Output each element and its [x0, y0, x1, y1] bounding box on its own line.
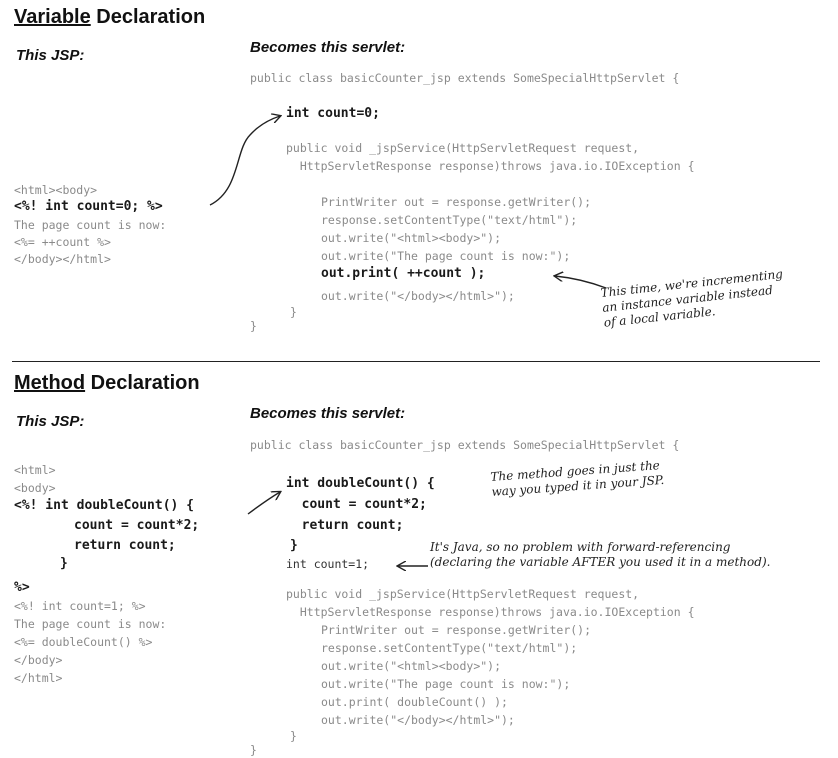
jsp-line-html-body: <html><body> [14, 183, 98, 197]
jsp-line-page-count: The page count is now: [14, 218, 167, 232]
servlet2-line-write-count: out.write("The page count is now:"); [321, 677, 571, 691]
jsp2-line-close-decl: %> [14, 580, 30, 595]
jsp2-line-count-assign: count = count*2; [74, 518, 200, 533]
heading-word-variable: Variable [14, 6, 91, 28]
jsp2-line-html: <html> [14, 463, 56, 477]
servlet2-service-signature: public void _jspService(HttpServletReque… [286, 587, 640, 601]
jsp2-line-method-decl: <%! int doubleCount() { [14, 498, 195, 513]
jsp2-line-count-decl: <%! int count=1; %> [14, 599, 146, 613]
note-forward-line-1: It's Java, so no problem with forward-re… [430, 540, 731, 554]
servlet-line-write-open: out.write("<html><body>"); [321, 231, 502, 245]
servlet2-line-write-close: out.write("</body></html>"); [321, 713, 515, 727]
method-declaration-heading: Method Declaration [14, 372, 200, 395]
servlet-instance-variable: int count=0; [286, 106, 380, 121]
servlet-label-2: Becomes this servlet: [250, 405, 406, 422]
servlet-line-write-count: out.write("The page count is now:"); [321, 249, 571, 263]
servlet2-count-variable: int count=1; [286, 557, 370, 571]
servlet-method-throws: HttpServletResponse response)throws java… [286, 159, 695, 173]
servlet-method-signature: public void _jspService(HttpServletReque… [286, 141, 640, 155]
arrow-note-to-print [555, 276, 607, 289]
heading-word-declaration-2: Declaration [90, 372, 200, 394]
servlet-line-contenttype: response.setContentType("text/html"); [321, 213, 578, 227]
variable-declaration-heading: Variable Declaration [14, 6, 205, 29]
servlet2-class-close: } [250, 743, 257, 757]
jsp2-line-return: return count; [74, 538, 176, 553]
heading-word-declaration: Declaration [96, 6, 206, 28]
jsp-line-declaration: <%! int count=0; %> [14, 199, 163, 214]
servlet-line-getwriter: PrintWriter out = response.getWriter(); [321, 195, 592, 209]
servlet-class-line: public class basicCounter_jsp extends So… [250, 71, 680, 85]
servlet-line-print-count: out.print( ++count ); [321, 266, 486, 281]
servlet-class-close-brace: } [250, 319, 257, 333]
arrow-method-to-servlet [247, 492, 280, 515]
servlet-label: Becomes this servlet: [250, 39, 406, 56]
jsp2-line-expression: <%= doubleCount() %> [14, 635, 153, 649]
jsp2-line-page-count: The page count is now: [14, 617, 167, 631]
servlet2-method-body-count: count = count*2; [286, 497, 427, 512]
servlet2-method-declaration: int doubleCount() { [286, 476, 435, 491]
jsp2-line-body: <body> [14, 481, 56, 495]
servlet2-class-line: public class basicCounter_jsp extends So… [250, 438, 680, 452]
jsp2-line-close-brace: } [60, 556, 68, 571]
servlet-line-write-close: out.write("</body></html>"); [321, 289, 515, 303]
jsp-line-close-tags: </body></html> [14, 252, 111, 266]
servlet2-line-contenttype: response.setContentType("text/html"); [321, 641, 578, 655]
servlet2-service-close: } [290, 729, 297, 743]
servlet2-method-return: return count; [286, 518, 404, 533]
servlet2-line-print: out.print( doubleCount() ); [321, 695, 508, 709]
jsp-label-2: This JSP: [16, 413, 85, 430]
jsp-label: This JSP: [16, 47, 85, 64]
servlet2-line-getwriter: PrintWriter out = response.getWriter(); [321, 623, 592, 637]
jsp2-line-close-html: </html> [14, 671, 63, 685]
servlet2-method-close: } [290, 538, 298, 553]
servlet-method-close-brace: } [290, 305, 297, 319]
heading-word-method: Method [14, 372, 86, 394]
servlet2-service-throws: HttpServletResponse response)throws java… [286, 605, 695, 619]
note-forward-line-2: (declaring the variable AFTER you used i… [430, 555, 771, 569]
jsp2-line-close-body: </body> [14, 653, 63, 667]
jsp-line-expression: <%= ++count %> [14, 235, 111, 249]
servlet2-line-write-open: out.write("<html><body>"); [321, 659, 502, 673]
note-forward-reference: It's Java, so no problem with forward-re… [430, 540, 770, 570]
arrow-declaration-to-servlet [209, 116, 280, 206]
section-divider [12, 361, 820, 362]
